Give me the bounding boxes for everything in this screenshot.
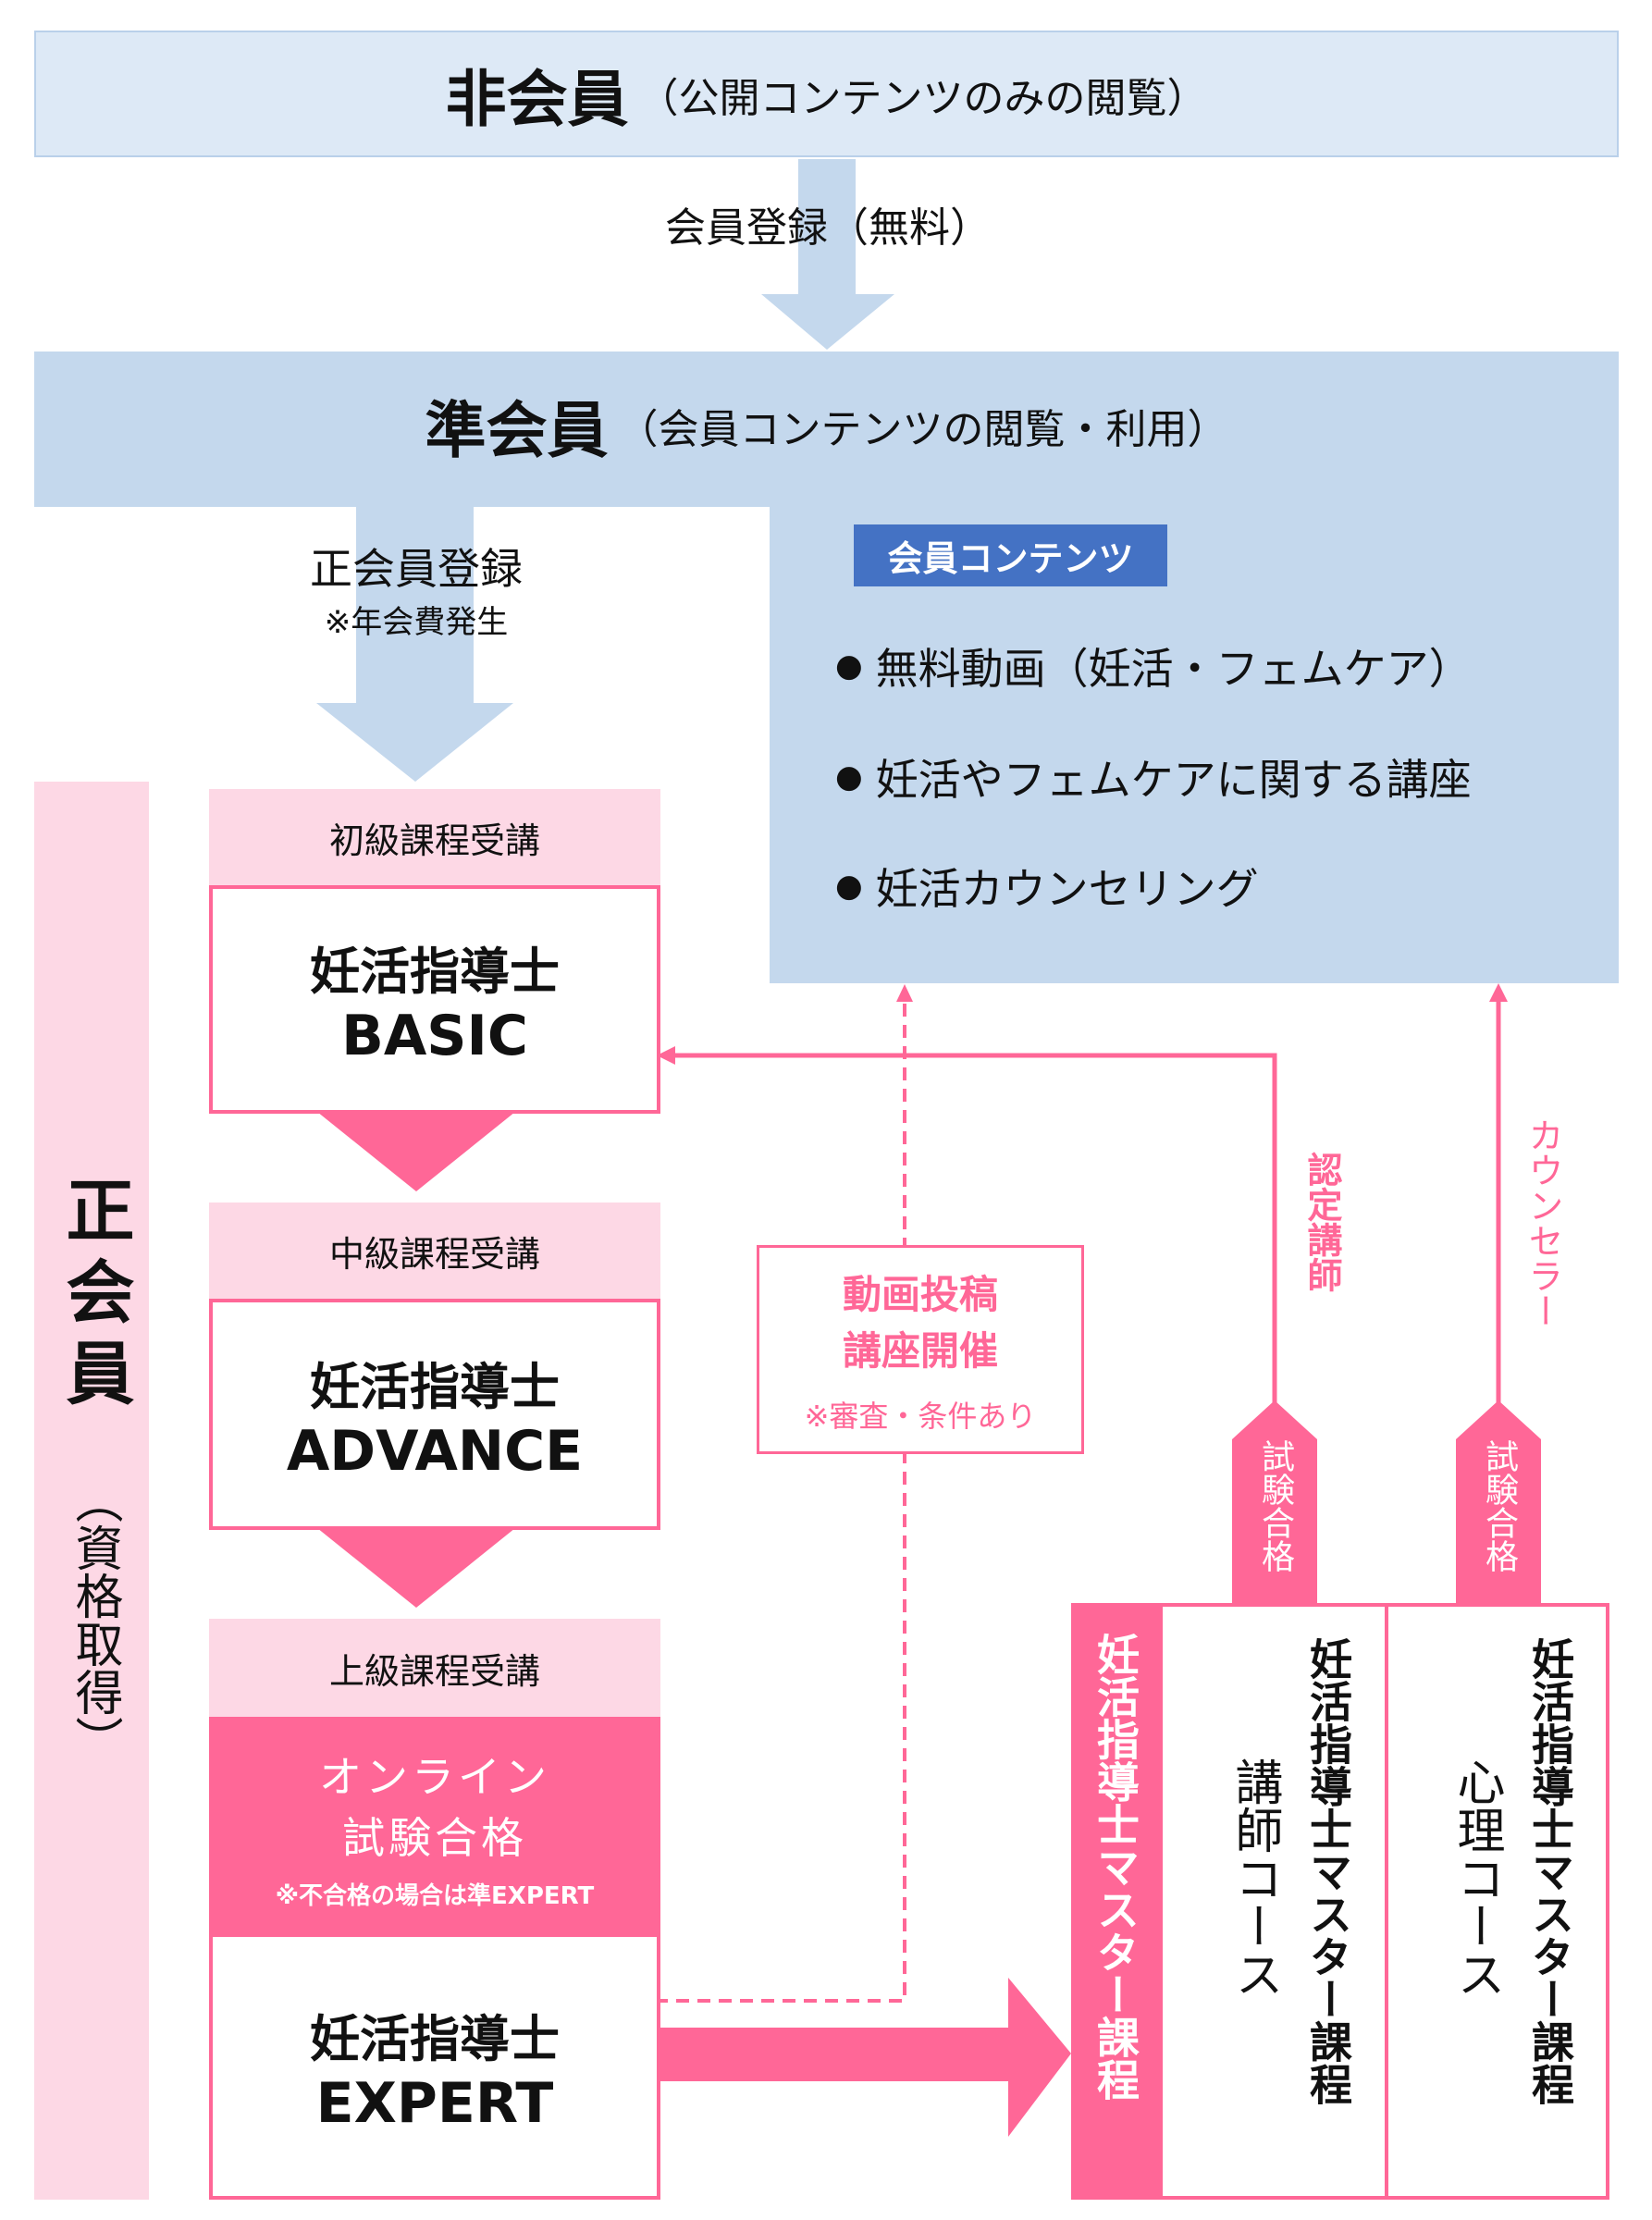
connector-certified-instructor xyxy=(675,1053,1277,1406)
expert-course-header: 上級課程受講 xyxy=(209,1619,660,1717)
exam-line1: オンライン xyxy=(319,1751,550,1802)
associate-bar xyxy=(34,352,1619,507)
master-course-box xyxy=(1159,1603,1609,2200)
full-member-bar xyxy=(34,782,149,2200)
arrow-down-registration xyxy=(761,159,894,350)
basic-cert-line2: BASIC xyxy=(341,1004,528,1068)
exam-pass-psych: 試験合格 xyxy=(1480,1439,1518,1572)
full-registration-label: 正会員登録 xyxy=(310,544,523,594)
video-line1: 動画投稿 xyxy=(842,1272,998,1317)
certified-instructor-label: 認定講師 xyxy=(1301,1152,1342,1292)
instructor-course-title: 妊活指導士マスター課程 xyxy=(1303,1637,1353,2105)
arrowhead-dashed xyxy=(896,984,913,1002)
basic-cert-box: 妊活指導士 BASIC xyxy=(209,885,660,1114)
non-member-bar: 非会員 （公開コンテンツのみの閲覧） xyxy=(34,31,1619,157)
non-member-title: 非会員 xyxy=(445,63,629,135)
instructor-course-name: 講師コース xyxy=(1227,1758,1282,1998)
exam-line2: 試験合格 xyxy=(342,1812,527,1863)
associate-title: 準会員 xyxy=(425,395,609,466)
basic-cert-line1: 妊活指導士 xyxy=(310,943,560,1001)
video-line2: 講座開催 xyxy=(842,1328,998,1374)
content-item-2: ● 妊活やフェムケアに関する講座 xyxy=(835,755,1472,805)
associate-desc: （会員コンテンツの閲覧・利用） xyxy=(617,406,1228,453)
expert-cert-line1: 妊活指導士 xyxy=(310,2009,560,2068)
expert-cert-line2: EXPERT xyxy=(315,2070,554,2136)
exam-badge-instructor-shape xyxy=(1232,1400,1317,1605)
annual-fee-note: ※年会費発生 xyxy=(324,603,509,641)
basic-course-header: 初級課程受講 xyxy=(209,789,660,885)
video-note: ※審査・条件あり xyxy=(804,1399,1037,1434)
arrowhead-to-basic xyxy=(657,1046,675,1065)
dashed-connector-video xyxy=(655,1001,906,2003)
exam-pass-instructor: 試験合格 xyxy=(1256,1439,1294,1572)
bullet-icon: ● xyxy=(835,648,863,684)
member-contents-label: 会員コンテンツ xyxy=(854,524,1167,586)
associate-title-row: 準会員 （会員コンテンツの閲覧・利用） xyxy=(34,352,1619,500)
advance-course-header: 中級課程受講 xyxy=(209,1202,660,1299)
online-exam-box: オンライン 試験合格 ※不合格の場合は準EXPERT xyxy=(209,1717,660,1937)
full-member-sub: （資格取得） xyxy=(67,1475,122,1764)
chevron-advance-to-expert xyxy=(317,1528,515,1608)
counselor-label: カウンセラー xyxy=(1523,1117,1563,1328)
psych-course-title: 妊活指導士マスター課程 xyxy=(1525,1637,1575,2105)
non-member-desc: （公開コンテンツのみの閲覧） xyxy=(637,74,1208,122)
expert-cert-box: 妊活指導士 EXPERT xyxy=(209,1937,660,2200)
master-main-label: 妊活指導士マスター課程 xyxy=(1091,1633,1140,2101)
member-registration-label: 会員登録（無料） xyxy=(665,204,991,252)
master-divider xyxy=(1385,1603,1388,2200)
arrow-down-full-registration xyxy=(316,507,513,782)
psych-course-name: 心理コース xyxy=(1449,1758,1504,1998)
full-member-title: 正会員 xyxy=(55,1175,134,1419)
video-lecture-box: 動画投稿 講座開催 ※審査・条件あり xyxy=(757,1245,1084,1454)
advance-cert-line1: 妊活指導士 xyxy=(310,1357,560,1416)
content-item-3: ● 妊活カウンセリング xyxy=(835,864,1259,914)
advance-cert-box: 妊活指導士 ADVANCE xyxy=(209,1299,660,1530)
bullet-icon: ● xyxy=(835,758,863,796)
exam-badge-psych-shape xyxy=(1456,1400,1541,1605)
arrow-expert-to-master xyxy=(657,1978,1071,2137)
master-main-column xyxy=(1071,1603,1159,2200)
content-item-1: ● 無料動画（妊活・フェムケア） xyxy=(835,644,1472,694)
arrowhead-to-contents xyxy=(1489,983,1508,1002)
exam-note: ※不合格の場合は準EXPERT xyxy=(275,1881,595,1910)
advance-cert-line2: ADVANCE xyxy=(286,1418,584,1484)
chevron-basic-to-advance xyxy=(317,1112,515,1191)
bullet-icon: ● xyxy=(835,868,863,905)
